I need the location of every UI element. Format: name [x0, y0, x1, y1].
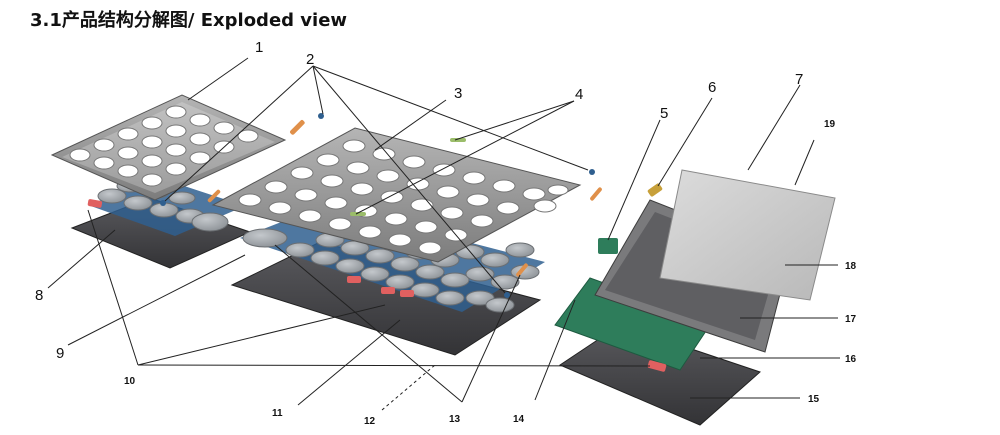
pins-and-screws: [160, 113, 602, 298]
green-pcb-board: [554, 277, 713, 372]
callout-18: 18: [845, 261, 857, 272]
middle-frame: [211, 127, 582, 263]
callout-13: 13: [449, 414, 461, 425]
callout-6: 6: [708, 79, 716, 96]
page-title: 3.1产品结构分解图/ Exploded view: [30, 10, 348, 31]
callout-4: 4: [575, 86, 583, 103]
callout-17: 17: [845, 314, 857, 325]
callout-10: 10: [124, 376, 136, 387]
callout-16: 16: [845, 354, 857, 365]
callout-3: 3: [454, 85, 462, 102]
callout-1: 1: [255, 39, 263, 56]
callout-2: 2: [306, 51, 314, 68]
callout-7: 7: [795, 71, 803, 88]
callout-15: 15: [808, 394, 820, 405]
callout-9: 9: [56, 345, 64, 362]
middle-base-plate: [230, 241, 542, 356]
leader-lines: [47, 57, 840, 411]
callout-19: 19: [824, 119, 836, 130]
callout-5: 5: [660, 105, 668, 122]
top-lid-panel: [659, 169, 836, 301]
left-frame: [50, 94, 287, 201]
callout-12: 12: [364, 416, 376, 427]
callout-8: 8: [35, 287, 43, 304]
callout-14: 14: [513, 414, 525, 425]
callout-11: 11: [272, 408, 283, 419]
